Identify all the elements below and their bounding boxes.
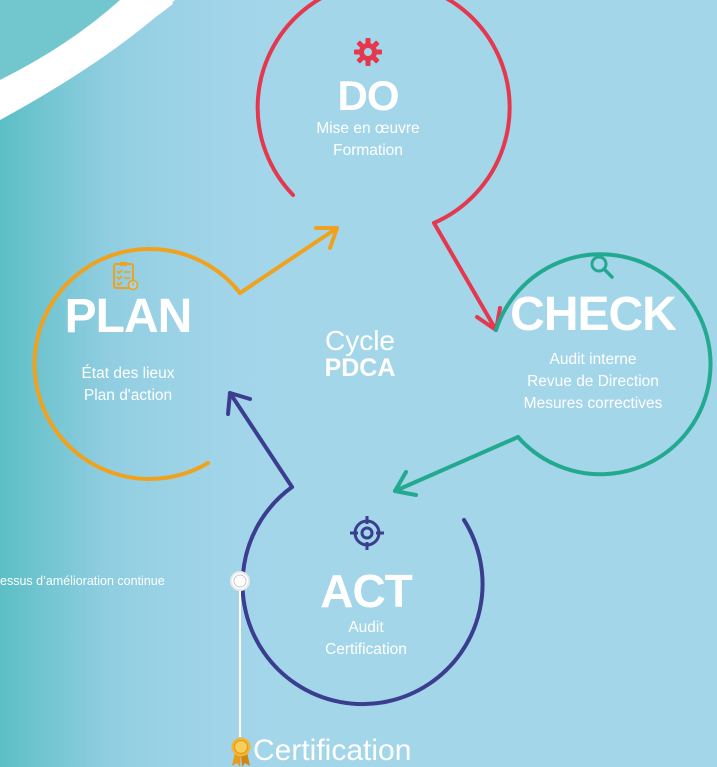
checklist-icon (113, 262, 139, 291)
check-to-act-arrow (393, 435, 520, 493)
plan-line-2: Plan d'action (83, 387, 173, 404)
check-line-2: Revue de Direction (527, 373, 659, 390)
act-arc (240, 485, 485, 707)
cycle-label: Cycle PDCA (300, 325, 420, 383)
plan-arc (32, 247, 242, 481)
plan-to-do-arrow (238, 226, 339, 295)
magnifier-icon (590, 255, 614, 279)
act-line-1: Audit (348, 619, 384, 636)
target-icon (350, 516, 384, 550)
gear-icon (354, 38, 382, 66)
act-block: ACT Audit Certification (276, 565, 456, 661)
check-block: CHECK Audit interne Revue de Direction M… (499, 287, 687, 415)
cycle-label-line-2: PDCA (324, 354, 396, 382)
plan-block: PLAN État des lieux Plan d'action (38, 289, 218, 407)
do-block: DO Mise en œuvre Formation (268, 74, 468, 162)
act-to-plan-arrow (228, 391, 294, 489)
check-line-1: Audit interne (549, 351, 637, 368)
do-arc (255, 0, 512, 225)
award-ribbon-icon (231, 737, 251, 767)
plan-title: PLAN (64, 290, 193, 343)
act-line-2: Certification (325, 641, 407, 658)
do-title: DO (337, 72, 400, 119)
certification-label: Certification (253, 734, 412, 767)
check-title: CHECK (510, 288, 677, 341)
check-line-3: Mesures correctives (523, 395, 663, 412)
act-title: ACT (320, 565, 413, 617)
do-line-1: Mise en œuvre (316, 120, 420, 137)
cycle-label-line-1: Cycle (324, 325, 395, 356)
do-line-2: Formation (333, 142, 403, 159)
check-arc (494, 252, 713, 477)
process-label: essus d’amélioration continue (0, 574, 165, 588)
do-to-check-arrow (432, 221, 498, 332)
plan-line-1: État des lieux (81, 365, 175, 382)
